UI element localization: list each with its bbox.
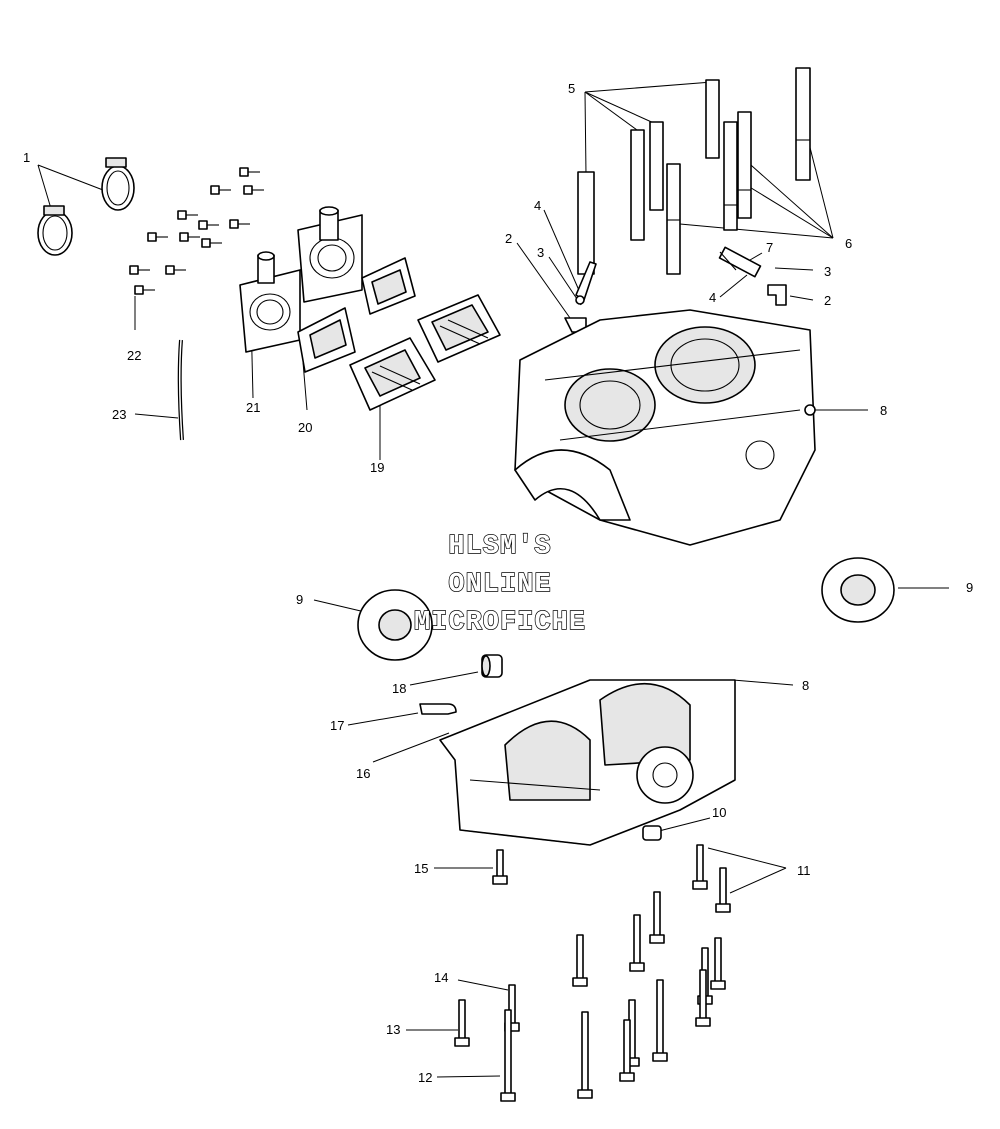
o-ring-cord [177, 339, 184, 441]
callout-7: 7 [766, 240, 773, 255]
bushing [481, 654, 503, 678]
callout-14: 14 [434, 970, 448, 985]
callout-16: 16 [356, 766, 370, 781]
callout-2-left: 2 [505, 231, 512, 246]
crank-seal-right [821, 557, 895, 623]
callout-2-right: 2 [824, 293, 831, 308]
elbow-fitting [419, 703, 457, 715]
callout-15: 15 [414, 861, 428, 876]
watermark-line-2: ONLINE [448, 570, 551, 600]
crank-seal-left [357, 589, 433, 661]
cylinder-studs [577, 67, 811, 275]
callout-13: 13 [386, 1022, 400, 1037]
callout-19: 19 [370, 460, 384, 475]
reed-spacer-left [297, 307, 356, 373]
upper-crankcase [514, 309, 816, 546]
intake-bolts [129, 167, 264, 295]
callout-5: 5 [568, 81, 575, 96]
callout-12: 12 [418, 1070, 432, 1085]
callout-23: 23 [112, 407, 126, 422]
callout-4-left: 4 [534, 198, 541, 213]
oil-fittings [564, 246, 787, 333]
case-bolts [454, 844, 731, 1102]
drain-plug [642, 825, 662, 841]
watermark-line-3: MICROFICHE [414, 608, 586, 638]
reed-valve-left [349, 337, 436, 411]
callout-18: 18 [392, 681, 406, 696]
callout-20: 20 [298, 420, 312, 435]
callout-labels: 1 2 2 3 3 4 4 5 6 7 8 8 9 9 10 11 12 13 … [23, 81, 973, 1085]
callout-8-upper: 8 [880, 403, 887, 418]
callout-4-right: 4 [709, 290, 716, 305]
lower-crankcase [439, 679, 736, 846]
callout-17: 17 [330, 718, 344, 733]
intake-flange-right [297, 206, 363, 303]
callout-22: 22 [127, 348, 141, 363]
watermark: HLSM'S ONLINE MICROFICHE [413, 531, 586, 638]
callout-10: 10 [712, 805, 726, 820]
watermark-line-1: HLSM'S [448, 532, 551, 562]
callout-8-lower: 8 [802, 678, 809, 693]
callout-9-right: 9 [966, 580, 973, 595]
intake-flange-left [239, 251, 301, 353]
callout-11: 11 [797, 863, 811, 878]
reed-spacer-right [361, 257, 416, 315]
callout-21: 21 [246, 400, 260, 415]
hose-clamp-lower [37, 205, 73, 256]
callout-3-right: 3 [824, 264, 831, 279]
callout-3-left: 3 [537, 245, 544, 260]
callout-9-left: 9 [296, 592, 303, 607]
callout-6: 6 [845, 236, 852, 251]
hose-clamp-upper [101, 157, 135, 211]
callout-1: 1 [23, 150, 30, 165]
reed-valve-right [417, 294, 501, 363]
